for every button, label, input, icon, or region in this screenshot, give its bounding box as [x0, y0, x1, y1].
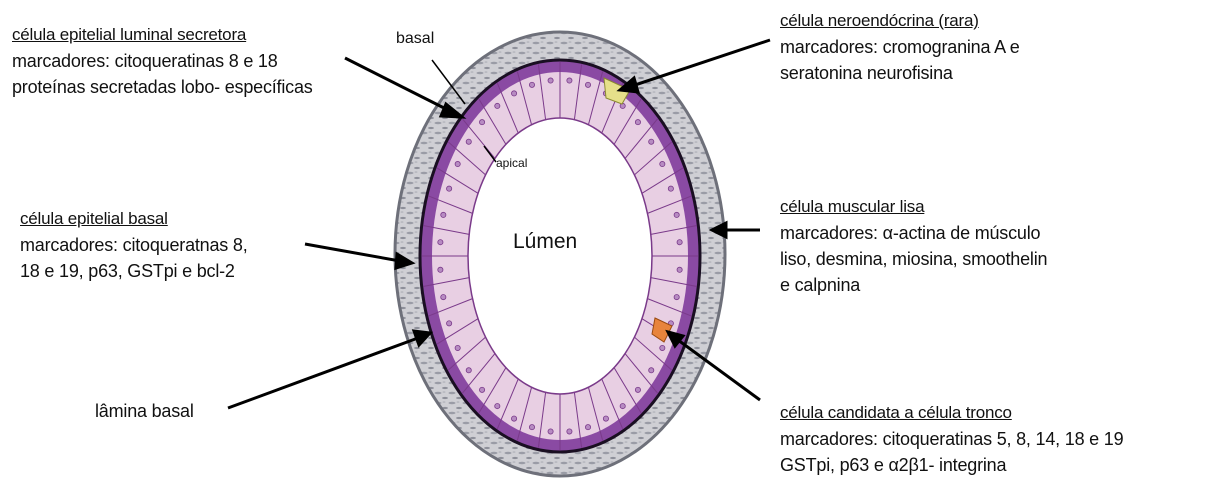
stem-cell-title: célula candidata a célula tronco	[780, 400, 1123, 426]
cell-nucleus	[603, 416, 608, 421]
cell-nucleus	[438, 240, 443, 245]
cell-nucleus	[447, 186, 452, 191]
smooth-muscle-title: célula muscular lisa	[780, 194, 1047, 220]
cell-nucleus	[455, 161, 460, 166]
arrow-basal-cell	[305, 244, 400, 261]
cell-nucleus	[674, 212, 679, 217]
cell-nucleus	[585, 82, 590, 87]
cell-nucleus	[529, 425, 534, 430]
arrow-basal-lamina	[228, 338, 418, 408]
cell-nucleus	[455, 345, 460, 350]
cell-nucleus	[441, 294, 446, 299]
cell-nucleus	[441, 212, 446, 217]
stem-cell-annotation: célula candidata a célula tronco marcado…	[780, 400, 1123, 478]
cell-nucleus	[585, 425, 590, 430]
cell-nucleus	[635, 120, 640, 125]
neuroendocrine-markers-2: seratonina neurofisina	[780, 60, 1020, 86]
stem-cell-markers: marcadores: citoqueratinas 5, 8, 14, 18 …	[780, 426, 1123, 452]
smooth-muscle-annotation: célula muscular lisa marcadores: α-actin…	[780, 194, 1047, 298]
cell-nucleus	[495, 403, 500, 408]
cell-nucleus	[511, 416, 516, 421]
cell-nucleus	[635, 387, 640, 392]
smooth-muscle-markers-3: e calpnina	[780, 272, 1047, 298]
cell-nucleus	[620, 103, 625, 108]
arrow-neuroendocrine	[632, 40, 770, 86]
cell-nucleus	[438, 267, 443, 272]
basal-label: basal	[396, 30, 434, 48]
luminal-cell-markers: marcadores: citoqueratinas 8 e 18	[12, 48, 313, 74]
cell-nucleus	[567, 78, 572, 83]
cell-nucleus	[677, 267, 682, 272]
cell-nucleus	[479, 120, 484, 125]
cell-nucleus	[660, 345, 665, 350]
neuroendocrine-title: célula neroendócrina (rara)	[780, 8, 1020, 34]
cell-nucleus	[567, 429, 572, 434]
neuroendocrine-annotation: célula neroendócrina (rara) marcadores: …	[780, 8, 1020, 86]
luminal-cell-annotation: célula epitelial luminal secretora marca…	[12, 22, 313, 100]
cell-nucleus	[466, 368, 471, 373]
cell-nucleus	[674, 294, 679, 299]
basal-lamina-annotation: lâmina basal	[95, 398, 194, 424]
smooth-muscle-markers-2: liso, desmina, miosina, smoothelin	[780, 246, 1047, 272]
cell-nucleus	[660, 161, 665, 166]
cell-nucleus	[548, 78, 553, 83]
cell-nucleus	[649, 368, 654, 373]
cell-nucleus	[529, 82, 534, 87]
cell-nucleus	[466, 139, 471, 144]
basal-lamina-label: lâmina basal	[95, 398, 194, 424]
cell-nucleus	[649, 139, 654, 144]
smooth-muscle-markers: marcadores: α-actina de músculo	[780, 220, 1047, 246]
cell-nucleus	[620, 403, 625, 408]
cell-nucleus	[668, 186, 673, 191]
basal-cell-title: célula epitelial basal	[20, 206, 248, 232]
cell-nucleus	[677, 240, 682, 245]
lumen-label: Lúmen	[513, 230, 577, 254]
cell-nucleus	[548, 429, 553, 434]
cell-nucleus	[495, 103, 500, 108]
luminal-cell-title: célula epitelial luminal secretora	[12, 22, 313, 48]
apical-label: apical	[496, 156, 527, 170]
basal-cell-annotation: célula epitelial basal marcadores: citoq…	[20, 206, 248, 284]
stem-cell-markers-2: GSTpi, p63 e α2β1- integrina	[780, 452, 1123, 478]
cell-nucleus	[511, 91, 516, 96]
basal-cell-markers-2: 18 e 19, p63, GSTpi e bcl-2	[20, 258, 248, 284]
basal-cell-markers: marcadores: citoqueratnas 8,	[20, 232, 248, 258]
luminal-cell-proteins: proteínas secretadas lobo- específicas	[12, 74, 313, 100]
neuroendocrine-markers: marcadores: cromogranina A e	[780, 34, 1020, 60]
cell-nucleus	[479, 387, 484, 392]
cell-nucleus	[447, 321, 452, 326]
